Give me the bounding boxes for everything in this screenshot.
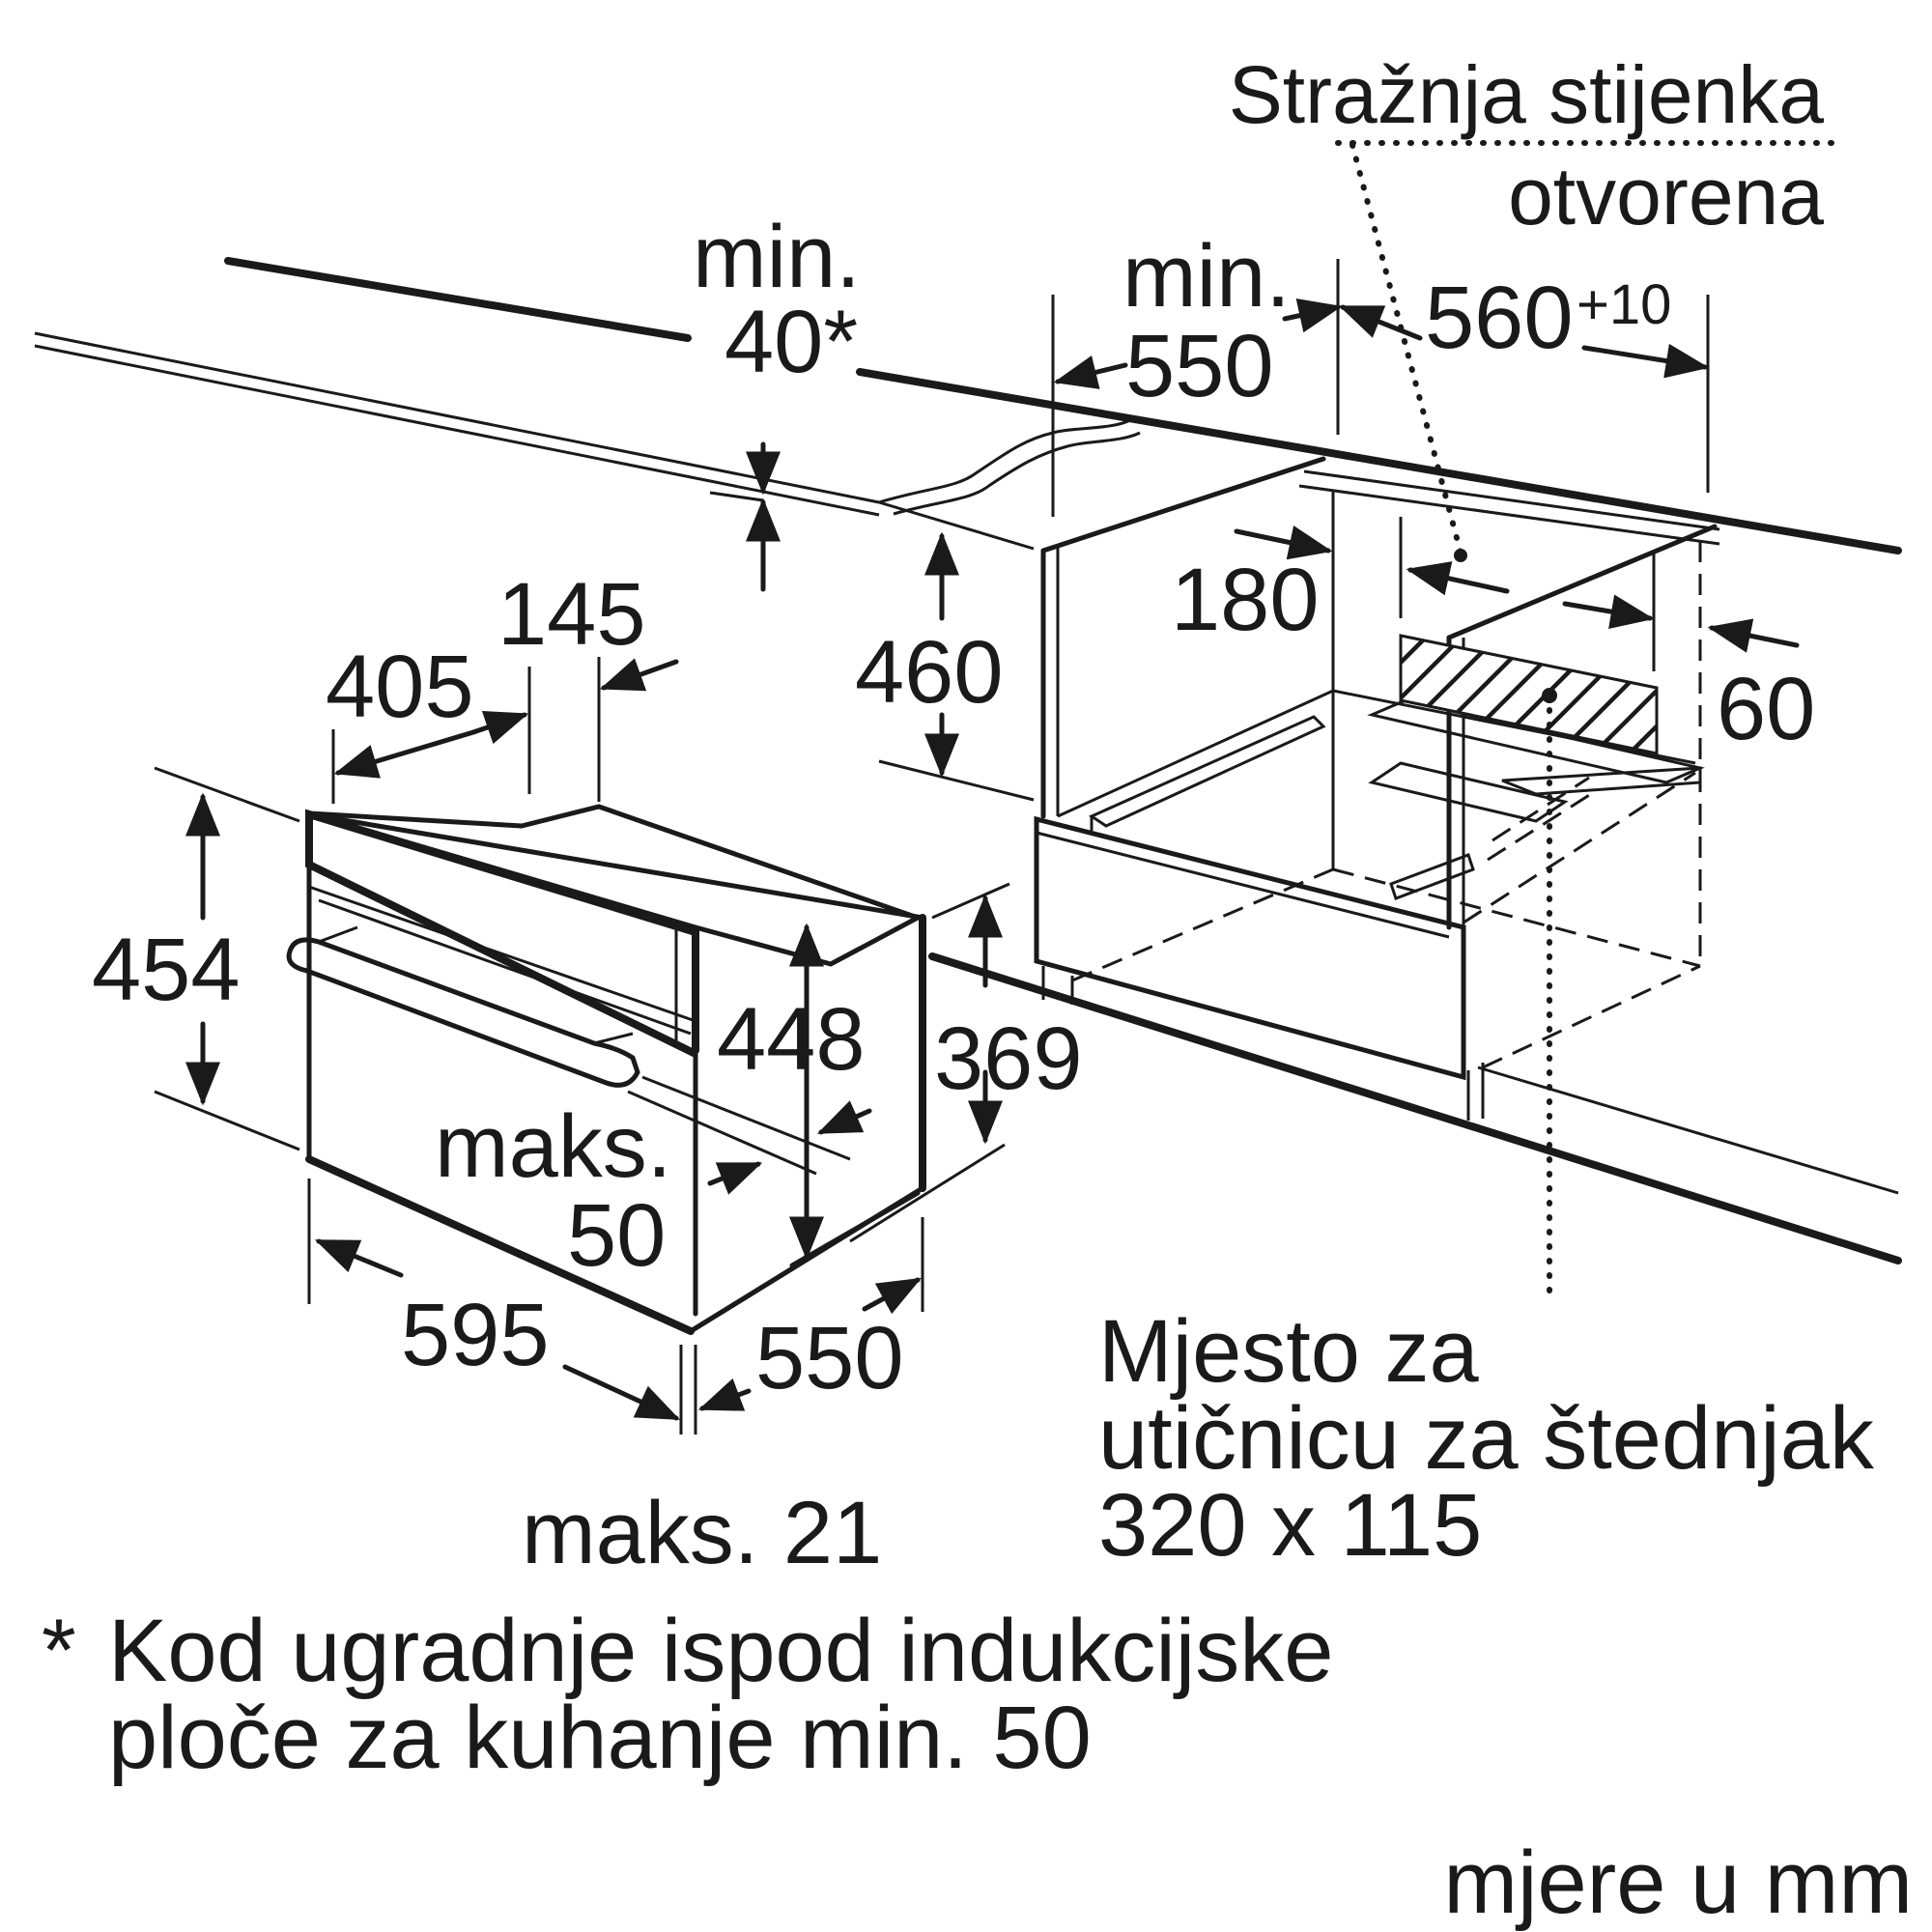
maks-50-label-line2: 50 (567, 1186, 666, 1285)
dim-369-label: 369 (934, 1009, 1083, 1108)
dim-448-label: 448 (717, 990, 866, 1089)
units-note: mjere u mm (1443, 1833, 1913, 1932)
dim-145-label: 145 (497, 565, 646, 664)
dim-180-label: 180 (1171, 551, 1320, 649)
socket-label-line2: utičnicu za štednjak (1098, 1389, 1875, 1488)
oven-handle (286, 937, 640, 1088)
dim-405-label: 405 (326, 638, 474, 736)
dim-560-tolerance: +10 (1577, 273, 1671, 336)
maks-21-label: maks. 21 (522, 1484, 882, 1582)
dim-460-label: 460 (855, 623, 1004, 722)
footnote-line1: Kod ugradnje ispod indukcijske (108, 1602, 1333, 1700)
footnote: * Kod ugradnje ispod indukcijske ploče z… (42, 1602, 1333, 1787)
dim-60-label: 60 (1717, 660, 1815, 758)
socket-label-line1: Mjesto za (1098, 1302, 1480, 1401)
dim-595-label: 595 (401, 1286, 550, 1384)
min-550-label-line1: min. (1122, 227, 1291, 326)
socket-area-hatched (1399, 634, 1659, 755)
rear-wall-label-line1: Stražnja stijenka (1229, 49, 1825, 140)
rear-wall-label-line2: otvorena (1508, 151, 1824, 242)
dim-550-depth-label: 550 (755, 1309, 904, 1407)
min-40-label-line2: 40* (724, 293, 858, 391)
maks-50-label-line1: maks. (435, 1097, 671, 1196)
min-40-label-line1: min. (693, 208, 861, 306)
dimension-labels: Stražnja stijenka otvorena min. 40* min.… (92, 49, 1875, 1582)
dimension-lines (154, 259, 1800, 1435)
worktop-break-curve (878, 418, 1131, 504)
floor-lines (928, 952, 1902, 1264)
worktop (34, 257, 1902, 554)
footnote-marker: * (42, 1602, 76, 1700)
dim-454-label: 454 (92, 921, 241, 1019)
min-550-label-line2: 550 (1125, 317, 1274, 415)
dim-560-label: 560 (1425, 269, 1574, 367)
socket-label-line3: 320 x 115 (1098, 1476, 1482, 1575)
footnote-line2: ploče za kuhanje min. 50 (108, 1689, 1092, 1787)
leader-lines (1335, 140, 1838, 1302)
cabinet-niche (1034, 456, 1720, 1081)
